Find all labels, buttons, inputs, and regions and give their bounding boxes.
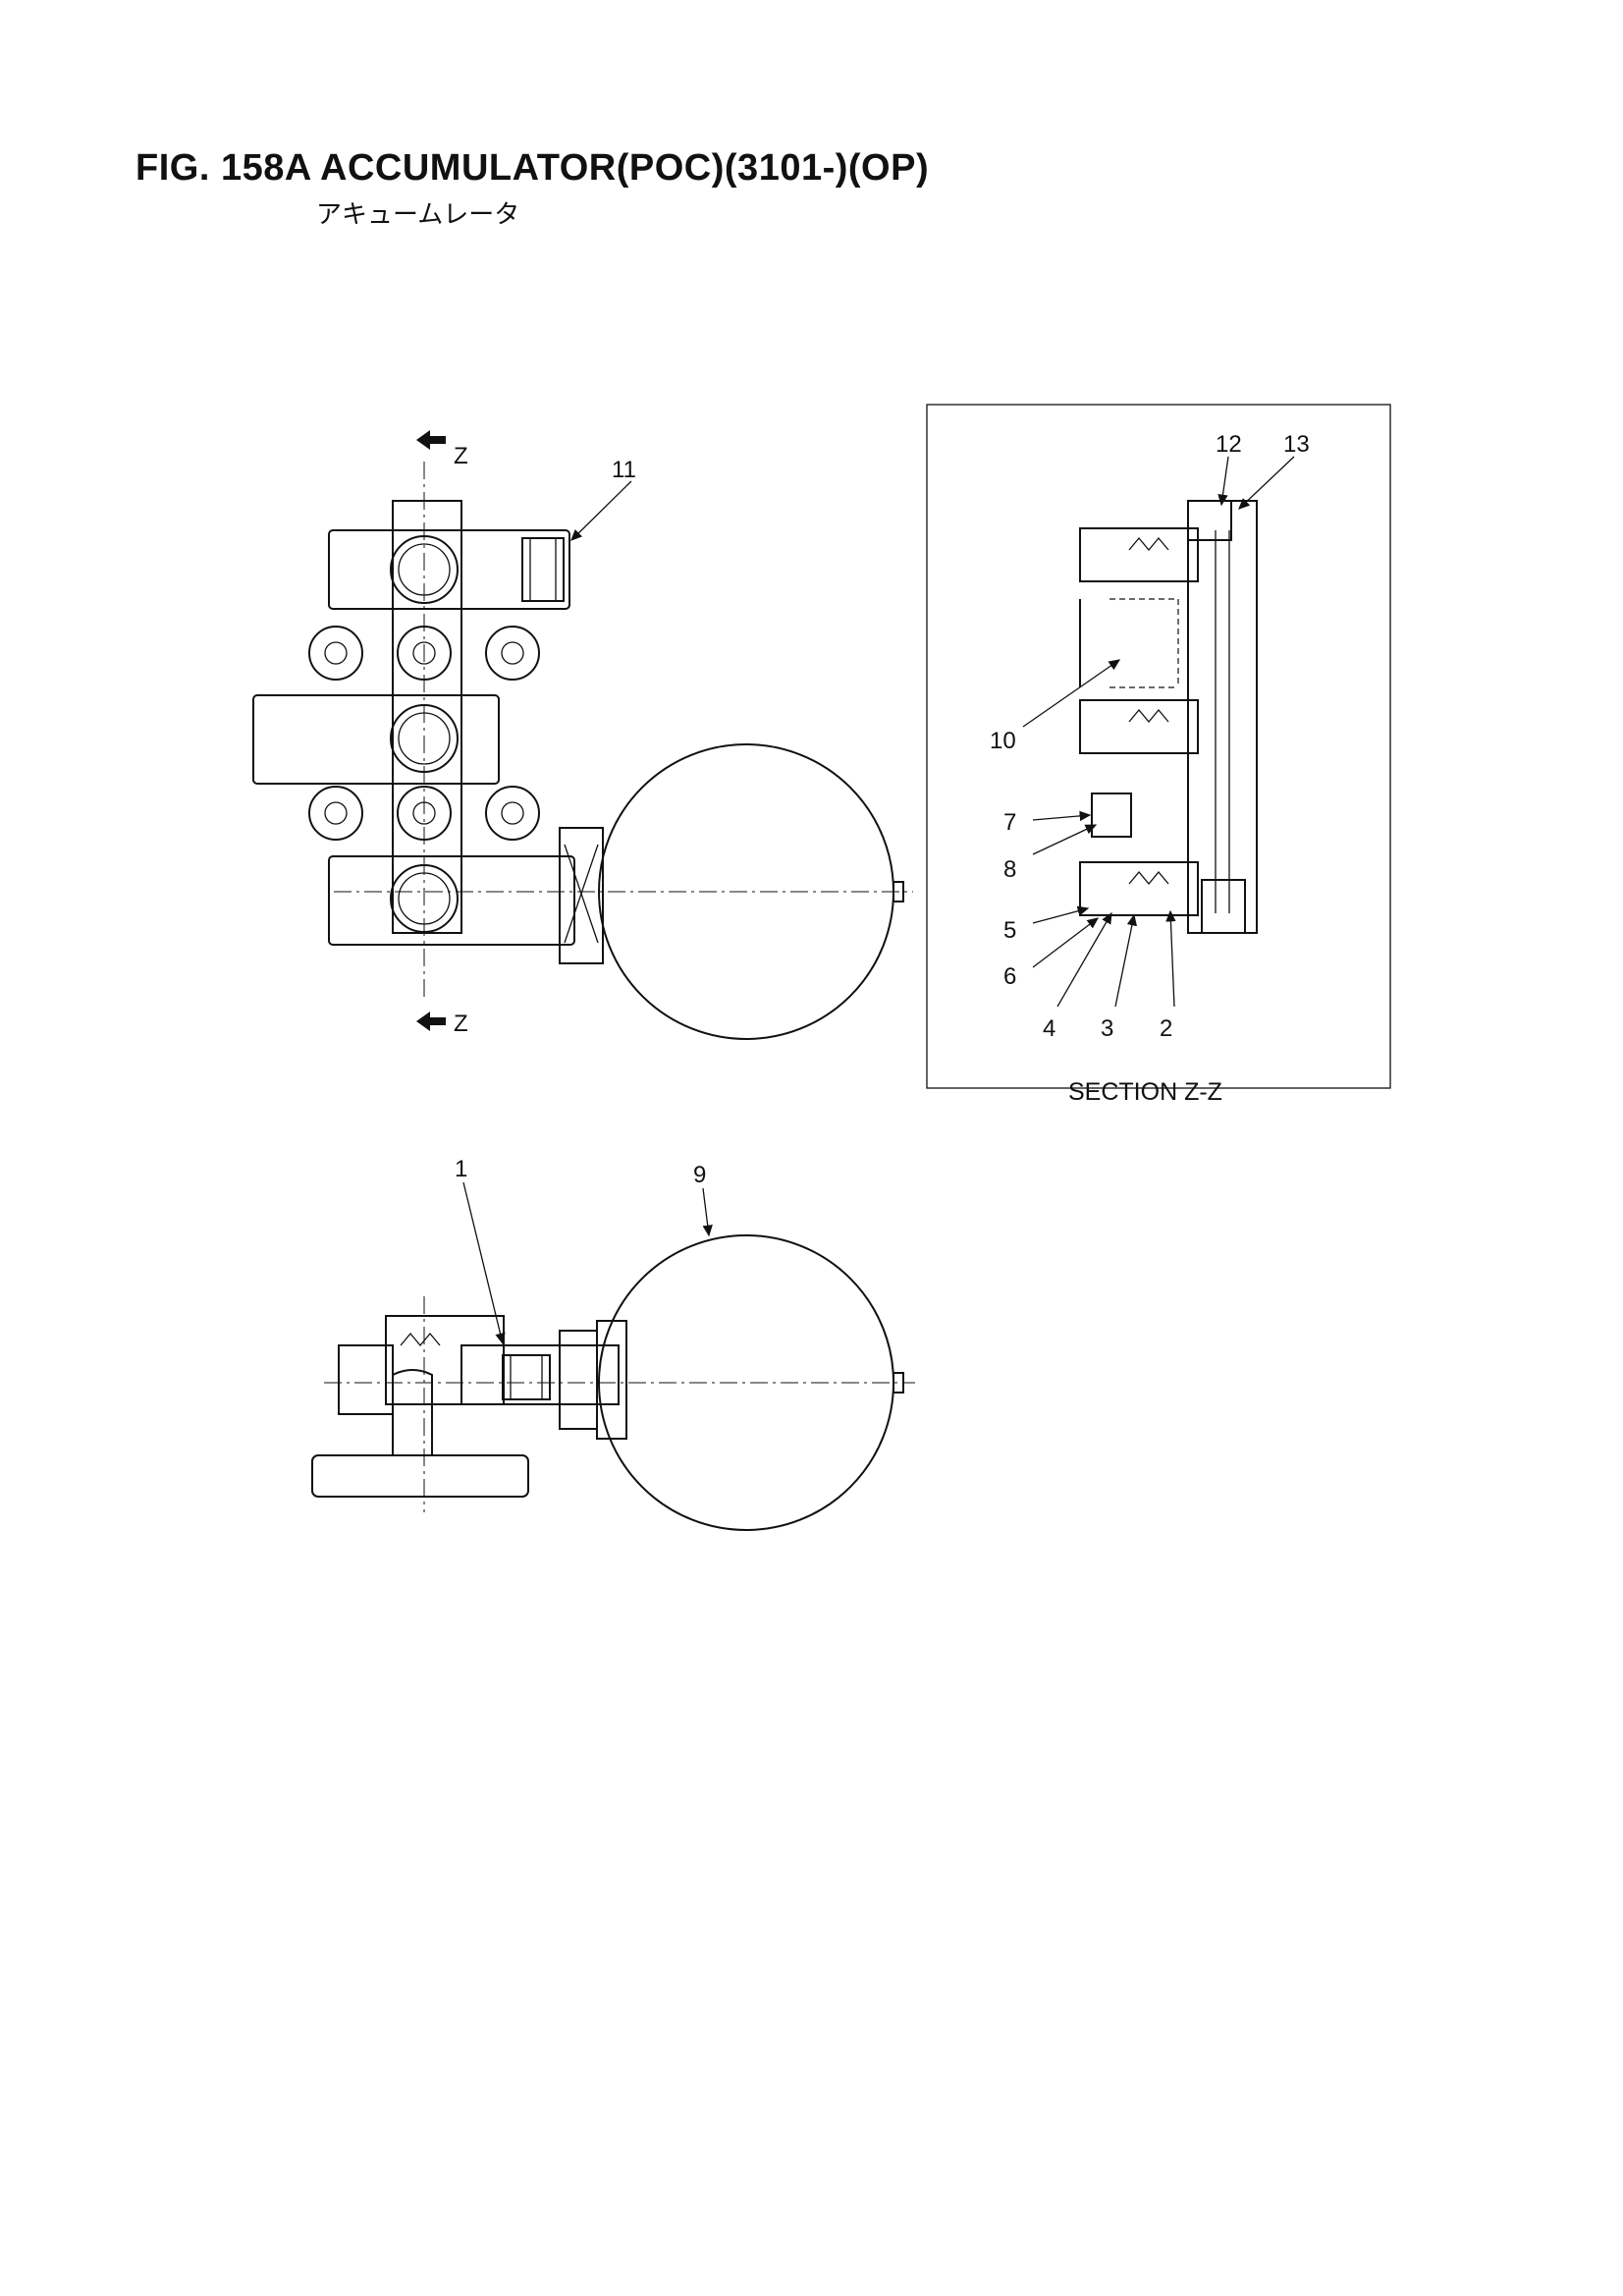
callout-13: 13: [1283, 431, 1310, 458]
callout-4: 4: [1043, 1015, 1055, 1042]
section-marker-top: Z: [454, 443, 468, 469]
callout-12: 12: [1216, 431, 1242, 458]
front-view-assembly: [311, 1234, 915, 1531]
callout-11: 11: [612, 457, 636, 483]
callout-6: 6: [1003, 963, 1016, 990]
callout-2: 2: [1160, 1015, 1172, 1042]
figure-title: FIG. 158A ACCUMULATOR(POC)(3101-)(OP): [135, 147, 930, 189]
callout-9: 9: [693, 1162, 706, 1188]
callout-1: 1: [455, 1156, 467, 1182]
callout-8: 8: [1003, 856, 1016, 883]
callout-3: 3: [1101, 1015, 1113, 1042]
callout-5: 5: [1003, 917, 1016, 944]
callout-7: 7: [1003, 809, 1016, 836]
top-view-assembly: [252, 430, 913, 1040]
callout-10: 10: [990, 728, 1016, 754]
section-view: [926, 404, 1391, 1089]
section-caption: SECTION Z-Z: [1068, 1078, 1222, 1106]
section-marker-bottom: Z: [454, 1011, 468, 1037]
figure-subtitle: アキュームレータ: [316, 200, 520, 230]
